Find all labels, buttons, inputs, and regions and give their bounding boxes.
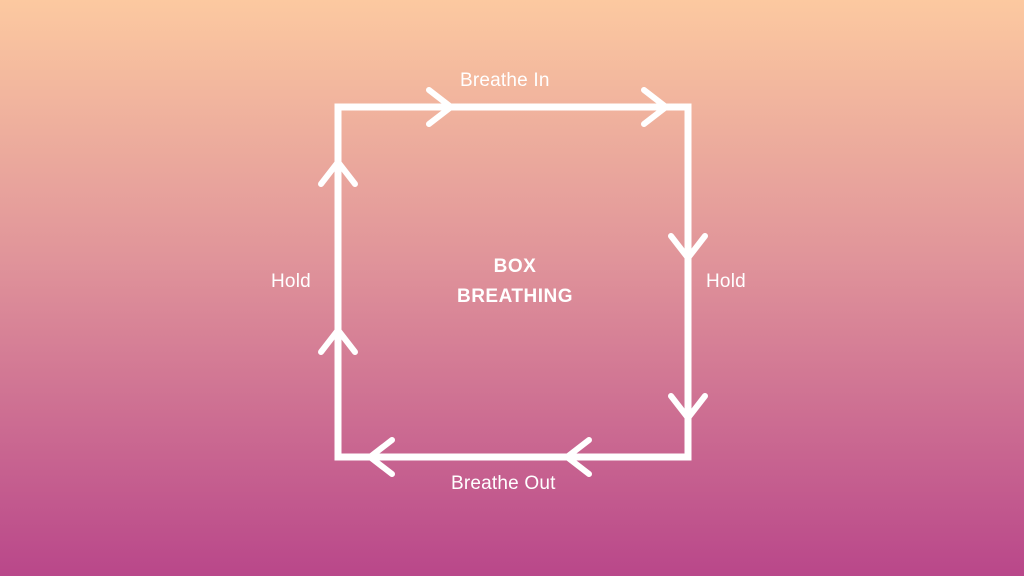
arrow-right-icon: [641, 87, 671, 127]
box-outline: [334, 103, 692, 461]
label-hold-left: Hold: [271, 271, 311, 292]
diagram-title: BOX BREATHING: [415, 252, 615, 312]
label-hold-right: Hold: [706, 271, 746, 292]
diagram-title-line2: BREATHING: [456, 286, 574, 307]
arrow-left-icon: [365, 437, 395, 477]
arrow-down-icon: [668, 393, 708, 423]
label-breathe-out: Breathe Out: [451, 473, 556, 494]
arrow-right-icon: [426, 87, 456, 127]
arrow-down-icon: [668, 233, 708, 263]
arrow-up-icon: [318, 157, 358, 187]
diagram-title-line1: BOX: [493, 256, 537, 277]
arrow-up-icon: [318, 325, 358, 355]
arrow-left-icon: [562, 437, 592, 477]
label-breathe-in: Breathe In: [460, 70, 550, 91]
